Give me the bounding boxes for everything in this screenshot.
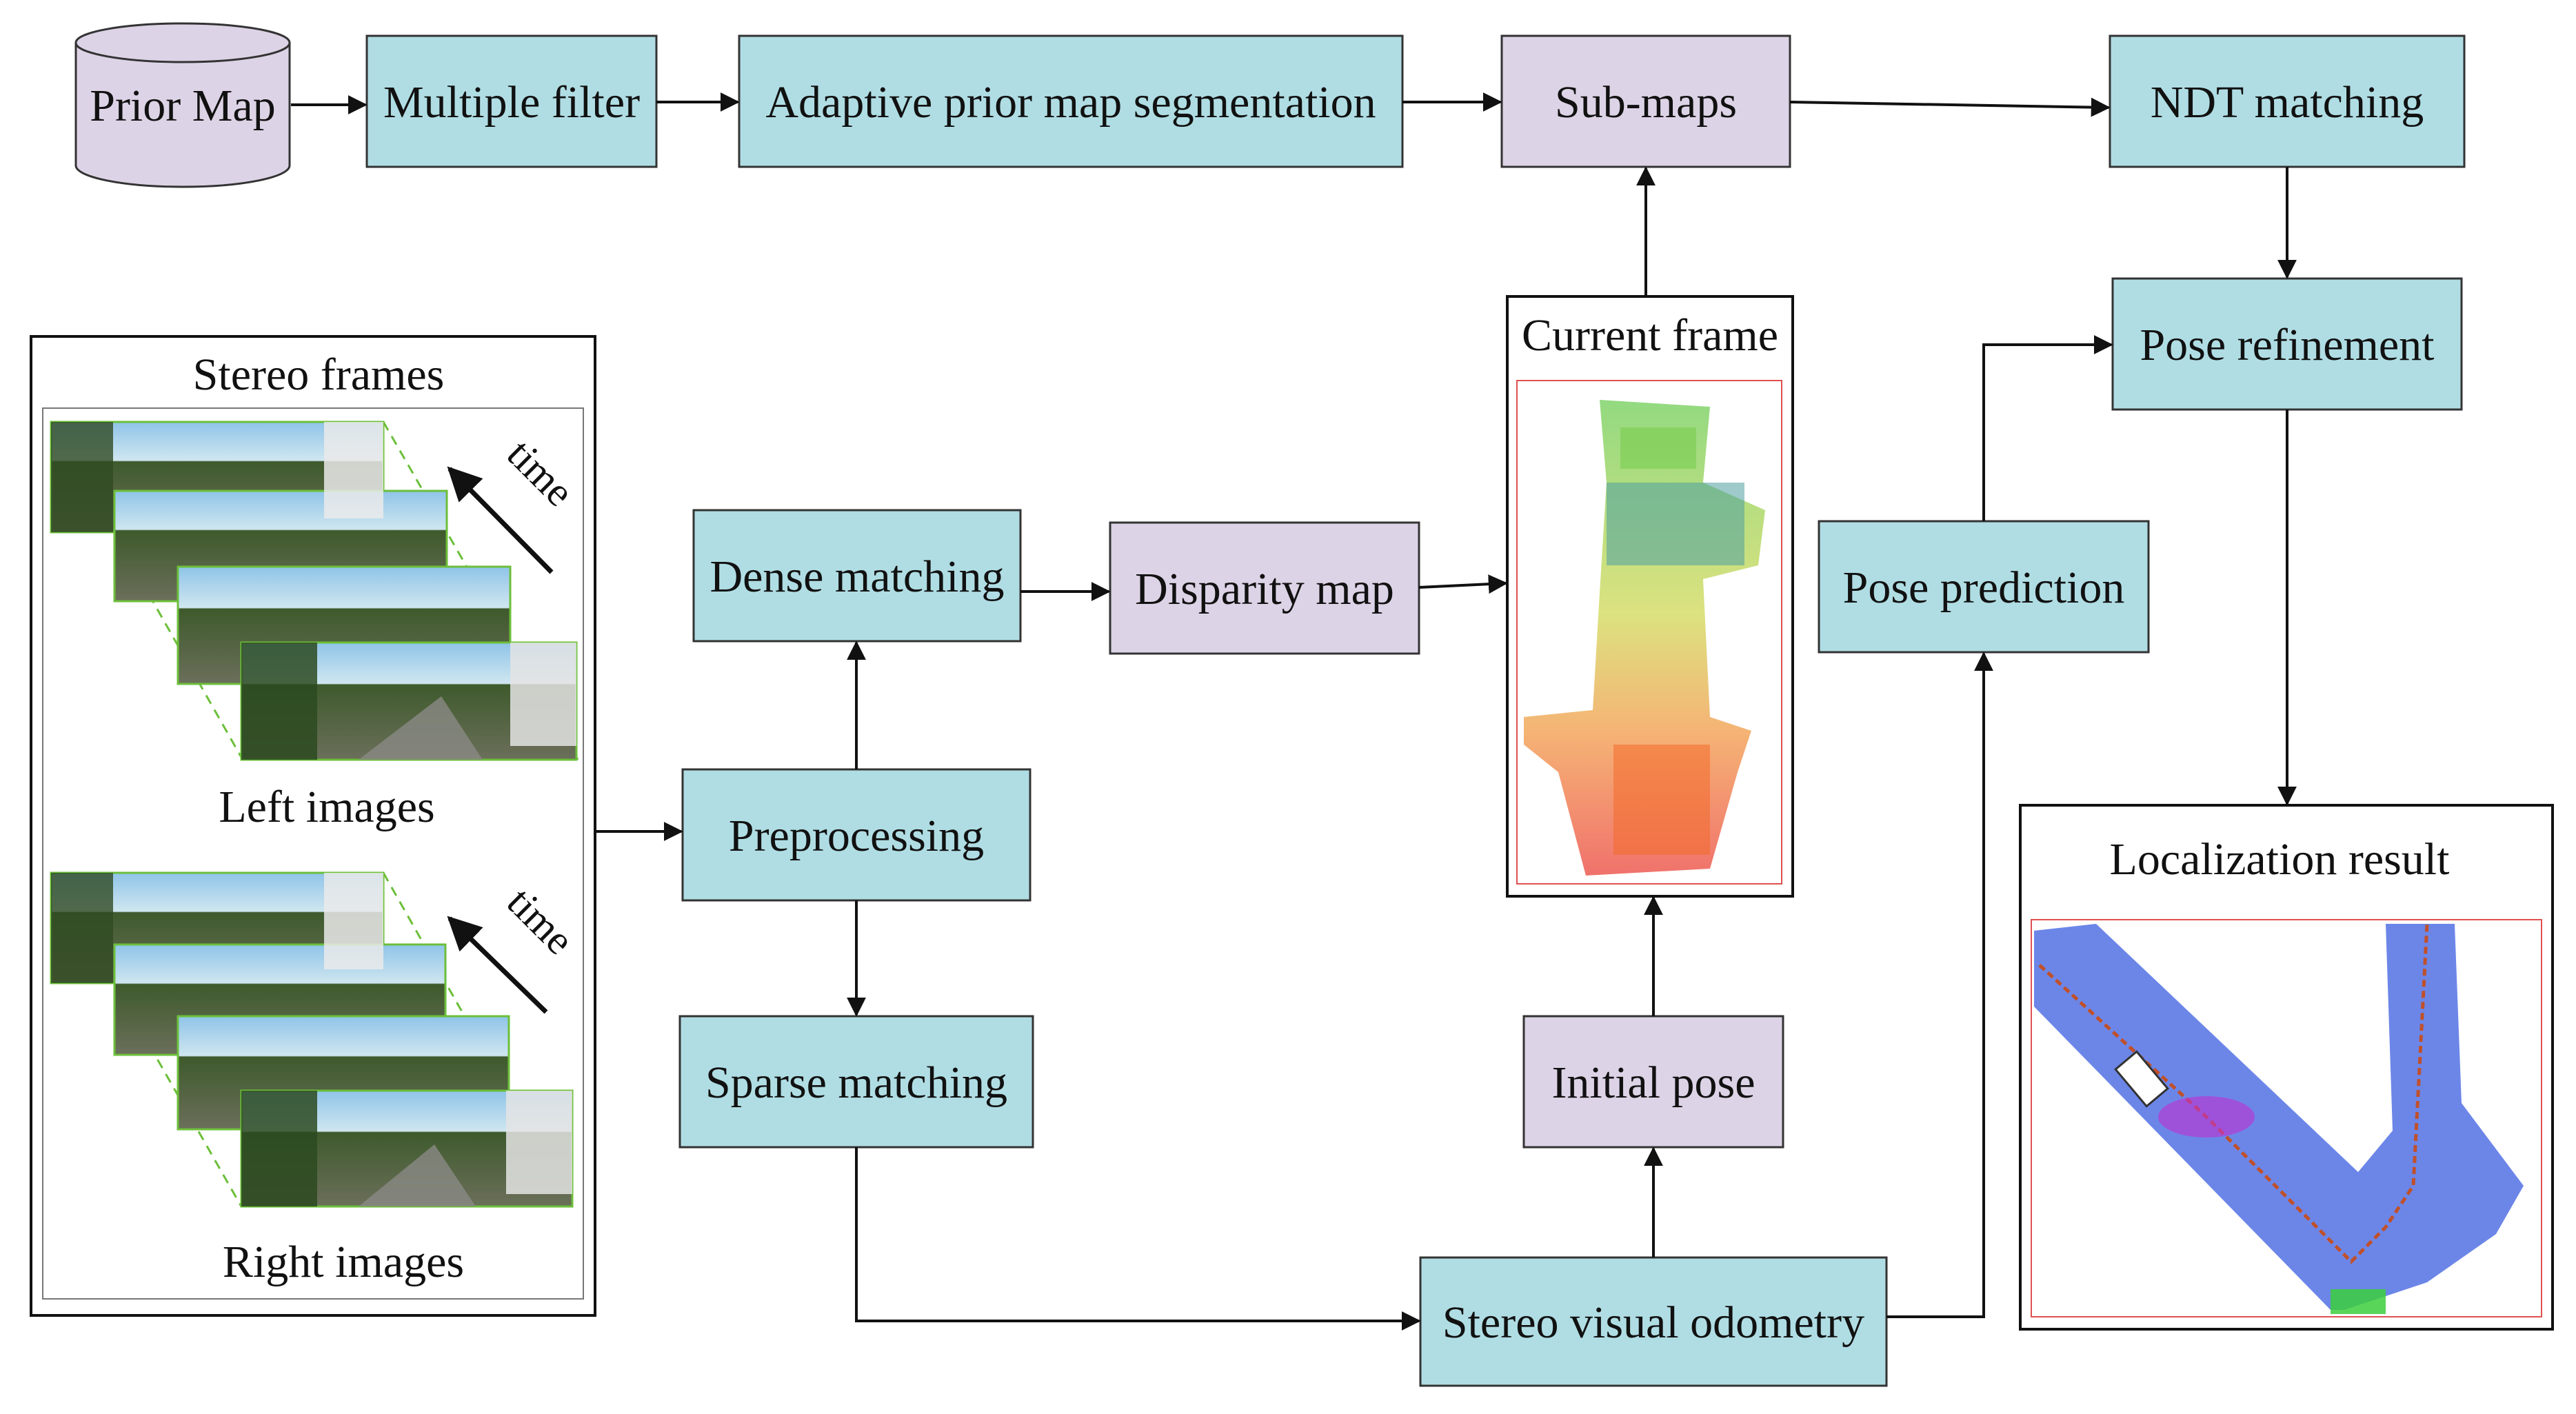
sub-maps-box: Sub-maps (1500, 34, 1791, 168)
stereo-visual-odometry-label: Stereo visual odometry (1442, 1297, 1864, 1348)
localization-map-image (2034, 923, 2524, 1314)
adaptive-segmentation-box: Adaptive prior map segmentation (738, 34, 1404, 168)
multiple-filter-box: Multiple filter (365, 34, 658, 168)
stereo-frames-title: Stereo frames (193, 350, 445, 400)
disparity-map-box: Disparity map (1109, 521, 1420, 655)
left-images-label: Left images (219, 782, 434, 832)
pose-refinement-label: Pose refinement (2140, 320, 2434, 370)
preprocessing-label: Preprocessing (729, 811, 984, 861)
localization-result-panel: Localization result (2019, 804, 2554, 1331)
stereo-frames-panel: Stereo frames time Left images (30, 335, 596, 1317)
point-cloud-image (1524, 400, 1765, 876)
preprocessing-box: Preprocessing (681, 768, 1032, 902)
left-image-stack (50, 421, 579, 761)
dense-matching-label: Dense matching (710, 552, 1004, 602)
current-frame-panel: Current frame (1506, 295, 1794, 898)
right-images-label: Right images (223, 1237, 464, 1287)
stereo-visual-odometry-box: Stereo visual odometry (1419, 1256, 1888, 1387)
dense-matching-box: Dense matching (692, 509, 1022, 643)
right-image-stack (50, 871, 574, 1208)
localization-result-title: Localization result (2110, 834, 2450, 885)
arrow-odometry-to-prediction (1886, 652, 1993, 1318)
current-frame-title: Current frame (1522, 310, 1778, 361)
connectors (291, 92, 2297, 1331)
prior-map-cylinder: Prior Map (74, 22, 291, 188)
initial-pose-label: Initial pose (1551, 1058, 1755, 1108)
ndt-matching-label: NDT matching (2151, 77, 2424, 128)
pose-prediction-label: Pose prediction (1843, 563, 2125, 613)
arrow-sparse-to-odometry (855, 1147, 1421, 1331)
arrow-disparity-to-frame (1418, 574, 1508, 594)
sparse-matching-box: Sparse matching (678, 1015, 1034, 1149)
pose-refinement-box: Pose refinement (2111, 277, 2463, 411)
arrow-prediction-to-refinement (1982, 335, 2113, 521)
sparse-matching-label: Sparse matching (705, 1058, 1007, 1108)
multiple-filter-label: Multiple filter (383, 77, 640, 128)
disparity-map-label: Disparity map (1135, 564, 1394, 614)
arrow-submaps-to-ndt (1789, 97, 2111, 117)
pose-prediction-box: Pose prediction (1818, 520, 2150, 654)
sub-maps-label: Sub-maps (1555, 77, 1737, 128)
ndt-matching-box: NDT matching (2109, 34, 2466, 168)
adaptive-segmentation-label: Adaptive prior map segmentation (765, 77, 1376, 128)
prior-map-label: Prior Map (90, 81, 275, 131)
initial-pose-box: Initial pose (1522, 1015, 1784, 1149)
